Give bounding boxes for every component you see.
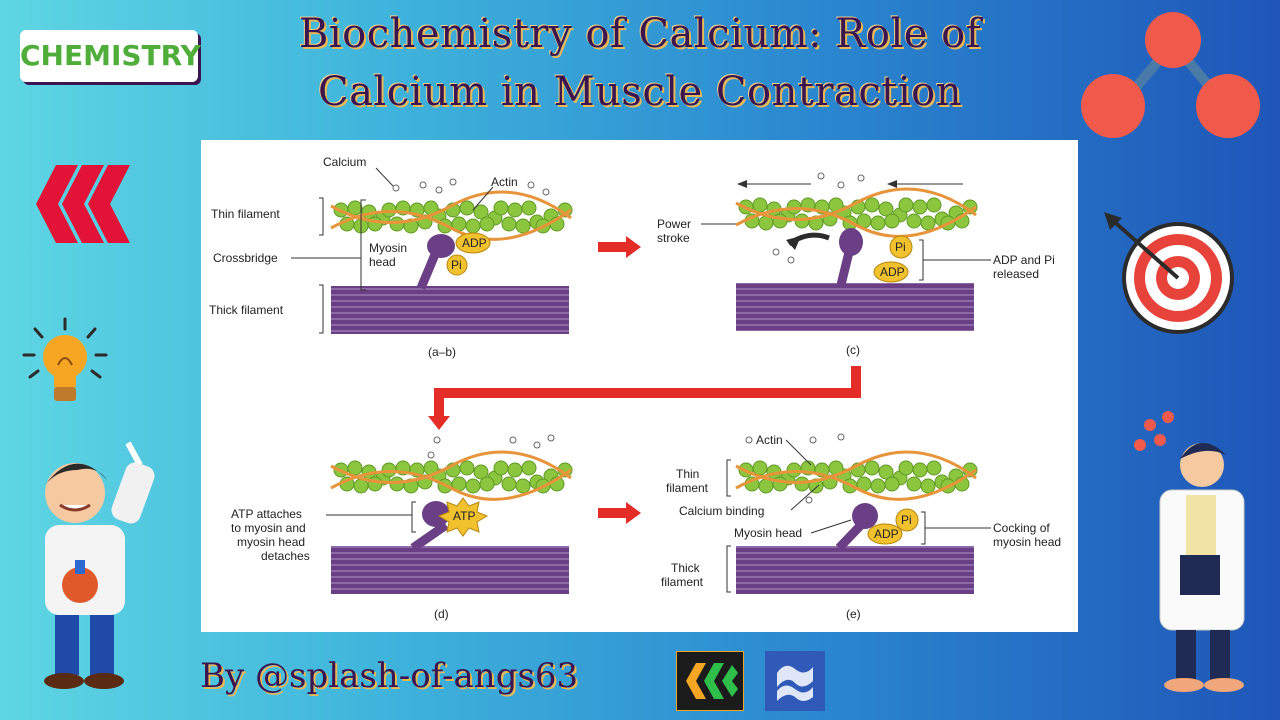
caption-d: (d) — [434, 607, 449, 621]
hive-small-logo-icon — [676, 651, 744, 711]
target-icon — [1104, 212, 1234, 334]
chemistry-badge: CHEMISTRY — [20, 30, 201, 82]
panel-e: Actin Thin filament Calcium binding Myos… — [661, 433, 1061, 621]
label-calcium-binding: Calcium binding — [679, 504, 764, 518]
label-calcium: Calcium — [323, 155, 366, 169]
thick-filament-ab — [331, 286, 569, 334]
arrow-ab-to-c — [598, 236, 641, 258]
label-atp-d: ATP — [453, 509, 475, 523]
adp-molecule-e — [867, 523, 903, 545]
label-actin-e: Actin — [756, 433, 783, 447]
label-thin-e-2: filament — [666, 481, 709, 495]
label-released-2: released — [993, 267, 1039, 281]
caption-e: (e) — [846, 607, 861, 621]
label-myosin-head-2: head — [369, 255, 396, 269]
label-thick-filament-ab: Thick filament — [209, 303, 284, 317]
arrow-d-to-e — [598, 502, 641, 524]
page-title-line2: Calcium in Muscle Contraction — [317, 69, 963, 115]
label-adp-e: ADP — [874, 527, 899, 541]
page-title-line1: Biochemistry of Calcium: Role of — [298, 11, 982, 57]
pi-molecule-c — [889, 235, 913, 259]
thick-filament-e — [736, 546, 974, 594]
label-pi-ab: Pi — [451, 258, 462, 272]
arrow-c-to-d — [428, 366, 861, 430]
label-crossbridge: Crossbridge — [213, 251, 278, 265]
adp-molecule-ab — [455, 232, 491, 254]
label-adp-c: ADP — [880, 265, 905, 279]
label-adp-ab: ADP — [462, 236, 487, 250]
thick-filament-c — [736, 283, 974, 331]
label-myosin-head-e: Myosin head — [734, 526, 802, 540]
label-actin-ab: Actin — [491, 175, 518, 189]
caption-c: (c) — [846, 343, 860, 357]
label-power-stroke-1: Power — [657, 217, 691, 231]
label-atp-1: ATP attaches — [231, 507, 302, 521]
label-released-1: ADP and Pi — [993, 253, 1055, 267]
thick-filament-d — [331, 546, 569, 594]
author-byline: By @splash-of-angs63 — [200, 656, 579, 696]
adp-molecule-c — [873, 261, 909, 283]
panel-d: ATP attaches to myosin and myosin head d… — [231, 434, 574, 621]
panel-c: Power stroke Pi ADP ADP and Pi released … — [657, 172, 1055, 357]
label-thick-e-2: filament — [661, 575, 704, 589]
panel-ab: Calcium Actin Thin filament Crossbridge … — [209, 155, 574, 359]
molecule-icon — [1081, 12, 1260, 138]
label-power-stroke-2: stroke — [657, 231, 690, 245]
pi-molecule-e — [895, 508, 919, 532]
community-logo-icon — [765, 651, 825, 711]
label-atp-4: detaches — [261, 549, 310, 563]
scientist-man-icon — [1134, 411, 1245, 692]
hive-logo-icon — [36, 165, 130, 243]
label-thin-e-1: Thin — [676, 467, 699, 481]
label-cocking-1: Cocking of — [993, 521, 1050, 535]
label-thin-filament-ab: Thin filament — [211, 207, 280, 221]
label-cocking-2: myosin head — [993, 535, 1061, 549]
lightbulb-icon — [22, 317, 108, 401]
label-pi-e: Pi — [901, 513, 912, 527]
chemistry-badge-text: CHEMISTRY — [20, 39, 201, 72]
label-atp-3: myosin head — [237, 535, 305, 549]
label-myosin-head-1: Myosin — [369, 241, 407, 255]
label-pi-c: Pi — [895, 240, 906, 254]
muscle-contraction-diagram: Calcium Actin Thin filament Crossbridge … — [201, 140, 1078, 632]
atp-molecule-d — [437, 497, 489, 537]
label-thick-e-1: Thick — [671, 561, 701, 575]
scientist-boy-icon — [44, 441, 155, 689]
caption-ab: (a–b) — [428, 345, 456, 359]
label-atp-2: to myosin and — [231, 521, 306, 535]
pi-molecule-ab — [446, 254, 468, 276]
